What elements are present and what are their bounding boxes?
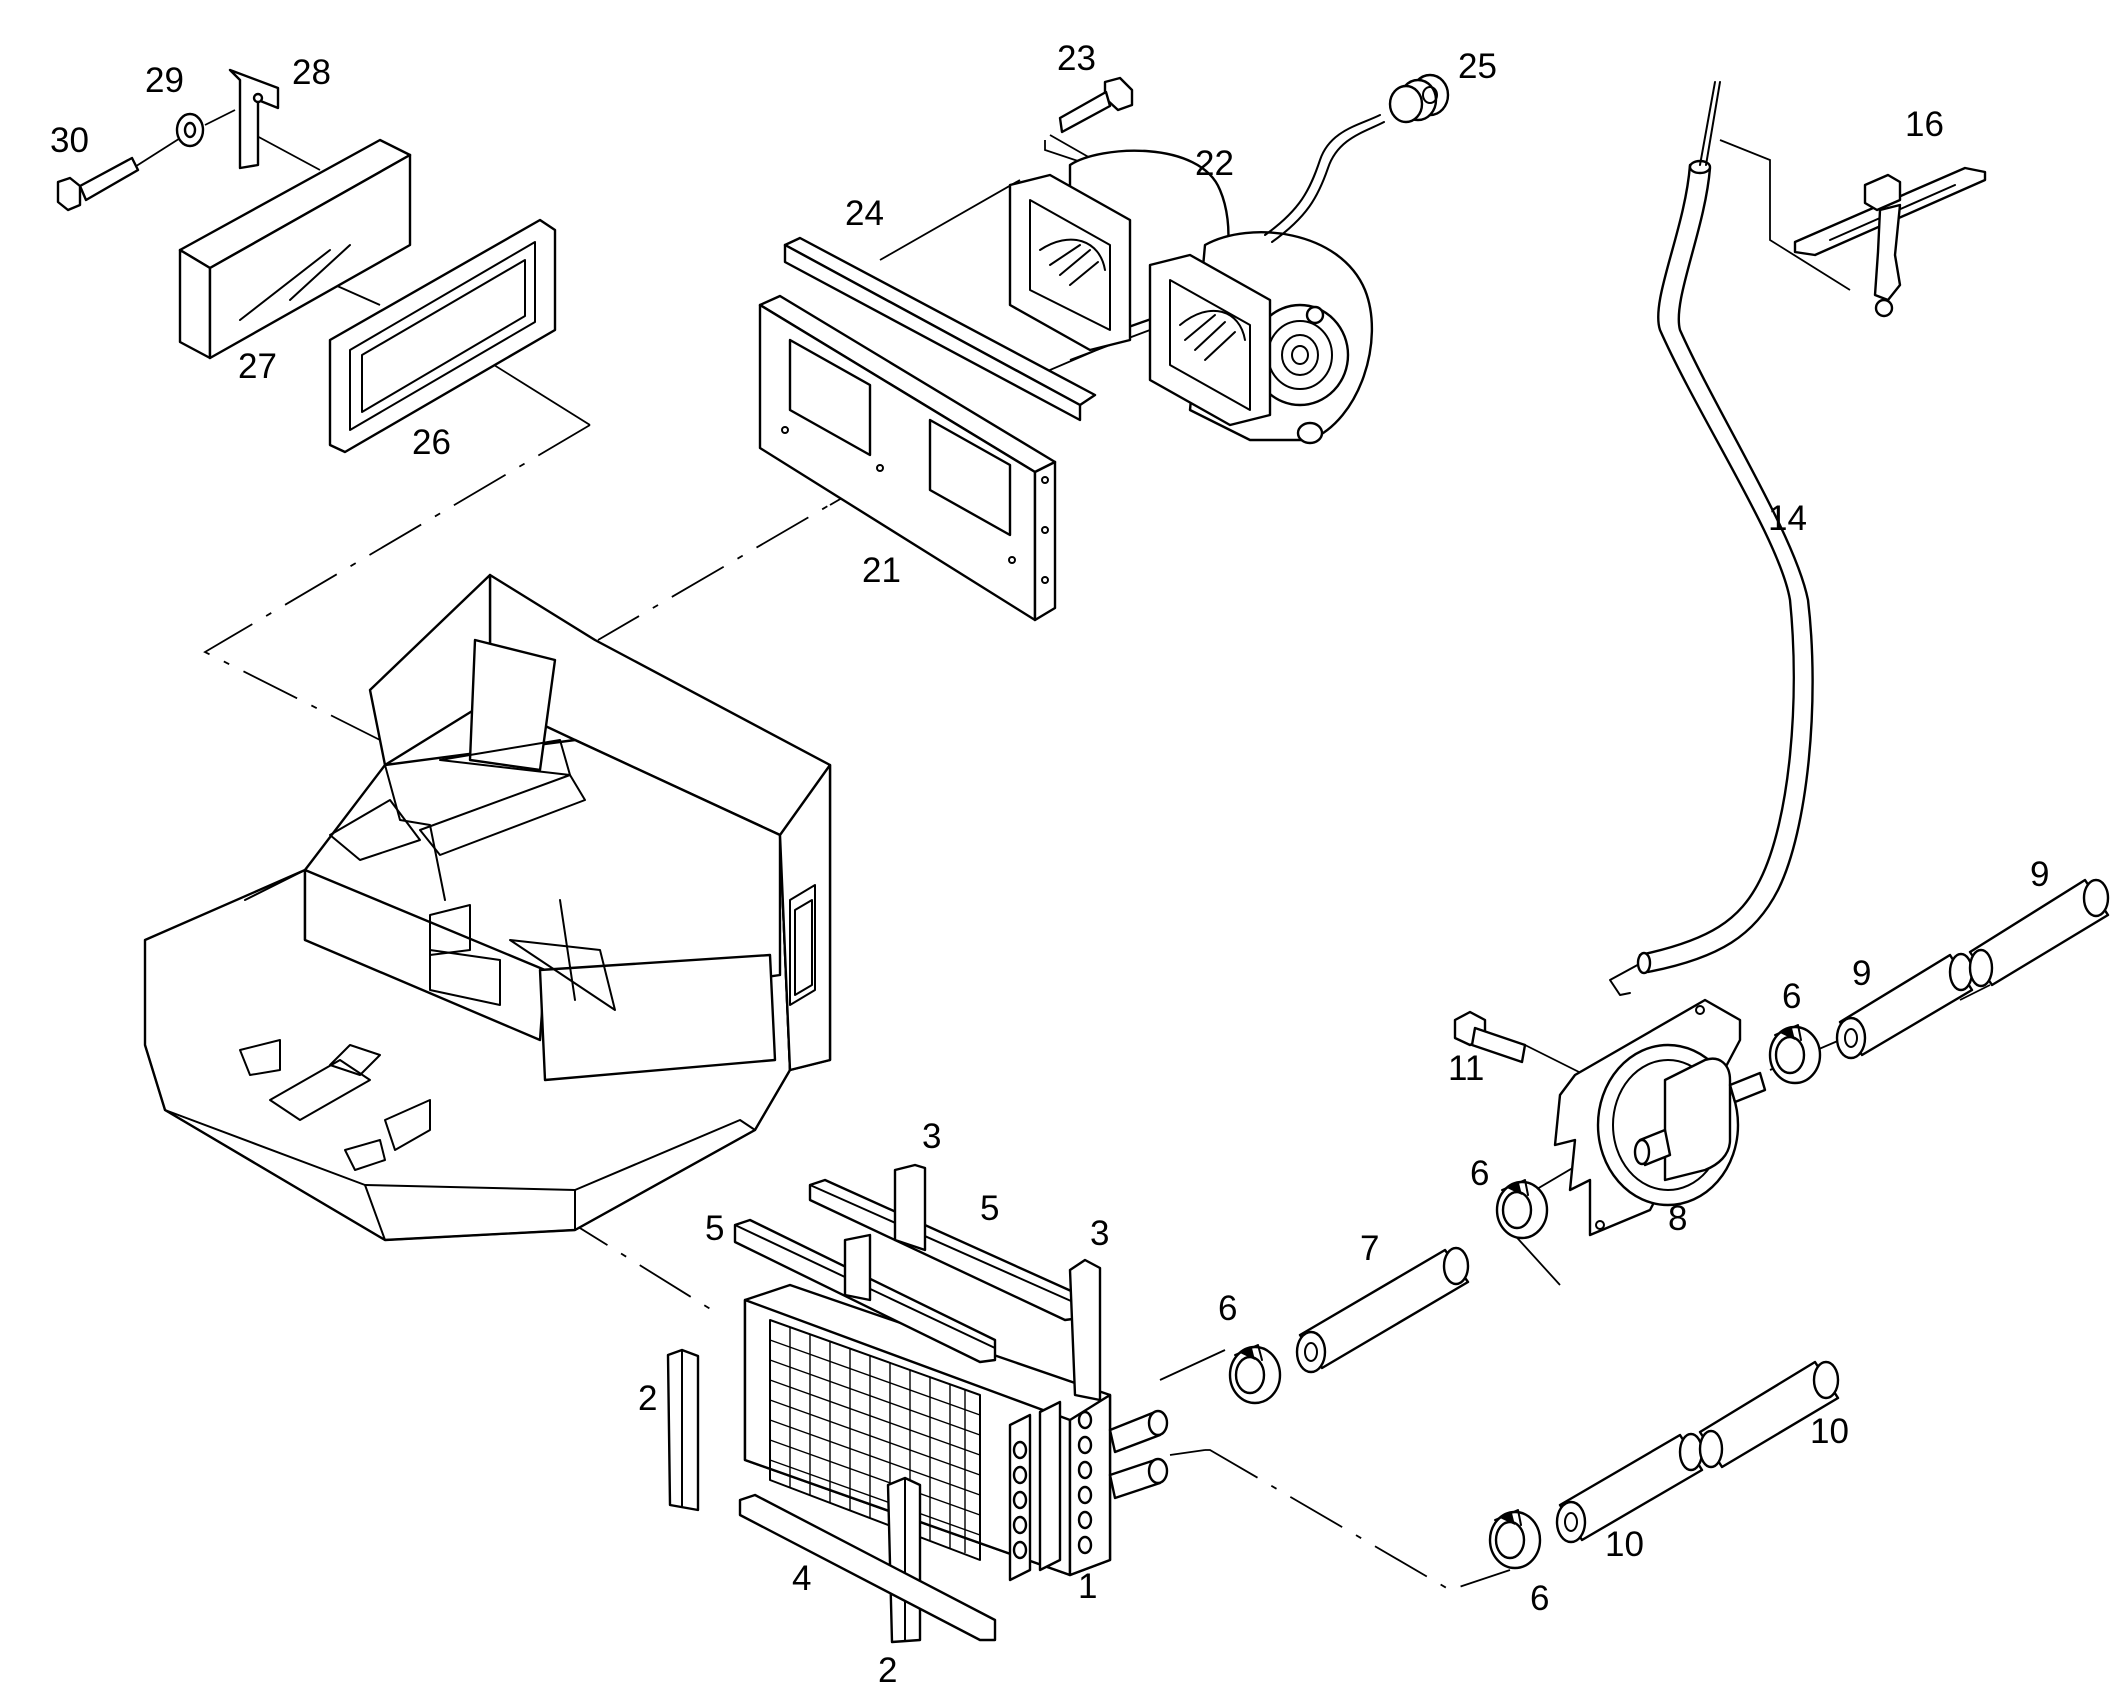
control-lever-16-icon	[1793, 166, 1987, 318]
control-cable-14-icon	[1609, 81, 1814, 996]
label-2a: 2	[638, 1379, 657, 1418]
label-8: 8	[1668, 1199, 1687, 1238]
label-10b: 10	[1810, 1412, 1849, 1451]
hose-9-lower-icon	[1835, 952, 1974, 1060]
label-6d: 6	[1530, 1579, 1549, 1618]
label-14: 14	[1768, 499, 1807, 538]
hose-9-upper-icon	[1968, 878, 2110, 988]
label-5a: 5	[980, 1189, 999, 1228]
label-25: 25	[1458, 47, 1497, 86]
label-11: 11	[1448, 1049, 1484, 1088]
filter-frame-26-icon	[328, 218, 557, 454]
water-valve-8-icon	[1553, 998, 1767, 1237]
label-30: 30	[50, 121, 89, 160]
label-1: 1	[1078, 1567, 1097, 1606]
label-22: 22	[1195, 144, 1234, 183]
label-27: 27	[238, 347, 277, 386]
callout-labels: 30 29 28 27 26 24 23 22 25 21 16 14 11 8…	[50, 39, 2049, 1688]
label-9b: 9	[2030, 855, 2049, 894]
hose-clamp-6-a-icon	[1228, 1344, 1282, 1405]
seal-strip-4-icon	[738, 1493, 997, 1642]
filter-27-icon	[178, 138, 412, 360]
blower-22-icon	[1008, 114, 1385, 445]
bolt-30-icon	[56, 156, 140, 212]
hose-clamp-6-b-icon	[1495, 1179, 1549, 1240]
label-6b: 6	[1470, 1154, 1489, 1193]
label-5b: 5	[705, 1209, 724, 1248]
hose-clamp-6-d-icon	[1488, 1509, 1542, 1570]
label-23: 23	[1057, 39, 1096, 78]
washer-29-icon	[175, 112, 205, 148]
label-6c: 6	[1782, 977, 1801, 1016]
label-9a: 9	[1852, 954, 1871, 993]
label-10a: 10	[1605, 1525, 1644, 1564]
hose-10-upper-icon	[1698, 1360, 1840, 1469]
seal-strip-3-right-icon	[1068, 1258, 1102, 1402]
seal-strip-24-icon	[783, 236, 1097, 422]
label-16: 16	[1905, 105, 1944, 144]
dashboard-housing-icon	[143, 573, 832, 1242]
label-4: 4	[792, 1559, 811, 1598]
label-24: 24	[845, 194, 884, 233]
screw-23-icon	[1058, 76, 1134, 134]
label-3b: 3	[1090, 1214, 1109, 1253]
label-6a: 6	[1218, 1289, 1237, 1328]
label-26: 26	[412, 423, 451, 462]
grommet-25-icon	[1388, 73, 1450, 124]
bolt-11-icon	[1453, 1010, 1527, 1064]
seal-strip-3-left-icon	[843, 1163, 927, 1302]
seal-strip-2-left-icon	[666, 1348, 700, 1512]
label-29: 29	[145, 61, 184, 100]
label-7: 7	[1360, 1229, 1379, 1268]
seal-strip-2-bottom-icon	[886, 1476, 922, 1644]
label-3a: 3	[922, 1117, 941, 1156]
bracket-28-icon	[228, 68, 280, 170]
panel-21-icon	[758, 294, 1057, 622]
label-28: 28	[292, 53, 331, 92]
hose-7-icon	[1295, 1246, 1470, 1374]
hose-clamp-6-c-icon	[1768, 1024, 1822, 1085]
heater-core-mesh	[769, 1319, 981, 1561]
heater-core-end-plate	[1008, 1400, 1093, 1582]
heater-core-1-icon	[743, 1283, 1169, 1582]
label-2b: 2	[878, 1651, 897, 1688]
label-21: 21	[862, 551, 901, 590]
